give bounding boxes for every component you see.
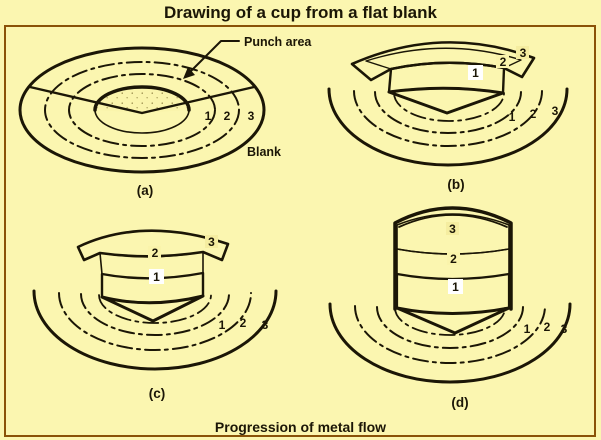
punch-area-leader-line bbox=[187, 40, 240, 75]
figure-a: Punch area 1 2 3 Blank (a) bbox=[18, 35, 312, 198]
punch-area-top-arc bbox=[93, 85, 191, 112]
radial-section-lines bbox=[28, 85, 256, 115]
label-box bbox=[447, 252, 460, 265]
figure-c-cup-label-2: 2 bbox=[152, 246, 159, 260]
label-box bbox=[496, 55, 509, 68]
flow-arc-1 bbox=[394, 307, 506, 336]
flow-arc-outer bbox=[327, 87, 569, 167]
blank-ring-2-boundary bbox=[68, 73, 216, 147]
figure-d-cup-label-2: 2 bbox=[450, 252, 457, 266]
figure-c-ring-label-3: 3 bbox=[262, 318, 269, 332]
flow-arc-3 bbox=[354, 305, 546, 364]
punch-area-arrowhead-icon bbox=[183, 67, 195, 79]
figure-c-ring-label-1: 1 bbox=[219, 318, 226, 332]
label-box bbox=[205, 235, 218, 248]
figure-a-caption: (a) bbox=[137, 183, 154, 198]
label-box bbox=[149, 269, 164, 284]
cup-interior bbox=[387, 86, 505, 115]
cup-interior bbox=[100, 294, 205, 323]
blank-outer-ring bbox=[18, 46, 266, 174]
flow-arc-3 bbox=[58, 292, 252, 351]
figure-d: 3 2 1 1 2 3 (d) bbox=[328, 206, 572, 410]
figure-b-ring-label-3: 3 bbox=[552, 104, 559, 118]
footer-caption: Progression of metal flow bbox=[214, 419, 387, 435]
flow-arc-2 bbox=[376, 306, 524, 349]
flow-arc-1 bbox=[393, 92, 505, 122]
figure-d-ring-label-2: 2 bbox=[544, 320, 551, 334]
figure-d-cup-label-1: 1 bbox=[452, 280, 459, 294]
figure-c-cup-label-1: 1 bbox=[153, 270, 160, 284]
flow-arc-2 bbox=[80, 293, 230, 336]
cup-rim-inner-arc bbox=[398, 214, 508, 228]
label-box bbox=[148, 246, 161, 259]
figure-b-cup-label-3: 3 bbox=[520, 46, 527, 60]
blank-ring-3-boundary bbox=[44, 61, 240, 159]
figure-c-ring-label-2: 2 bbox=[240, 316, 247, 330]
figure-d-ring-label-1: 1 bbox=[524, 322, 531, 336]
figure-a-ring-label-1: 1 bbox=[205, 109, 212, 123]
figure-b-ring-label-2: 2 bbox=[530, 107, 537, 121]
figure-d-ring-label-3: 3 bbox=[561, 322, 568, 336]
figure-c: 1 2 3 1 2 3 (c) bbox=[32, 229, 278, 401]
flow-arc-outer bbox=[32, 289, 278, 371]
label-box bbox=[516, 46, 529, 59]
flow-arc-outer bbox=[328, 302, 572, 384]
cup-outline bbox=[393, 206, 513, 311]
blank-label: Blank bbox=[247, 145, 281, 159]
figure-a-ring-label-3: 3 bbox=[248, 109, 255, 123]
punch-area-region bbox=[95, 87, 189, 113]
figure-b-cup-label-2: 2 bbox=[500, 55, 507, 69]
label-box bbox=[448, 279, 463, 294]
flow-arc-1 bbox=[98, 294, 212, 324]
punch-area-label: Punch area bbox=[244, 35, 312, 49]
flow-arc-2 bbox=[374, 91, 522, 134]
figure-c-caption: (c) bbox=[149, 386, 166, 401]
flow-arc-3 bbox=[353, 90, 543, 147]
diagram-frame bbox=[4, 25, 596, 437]
figure-b-caption: (b) bbox=[447, 177, 464, 192]
figure-a-ring-label-2: 2 bbox=[224, 109, 231, 123]
figure-b-ring-label-1: 1 bbox=[509, 110, 516, 124]
figure-b-cup-label-1: 1 bbox=[472, 66, 479, 80]
label-box bbox=[468, 65, 483, 80]
label-box bbox=[446, 222, 459, 235]
figure-b: 1 2 3 1 2 3 (b) bbox=[327, 41, 569, 192]
diagram-title: Drawing of a cup from a flat blank bbox=[164, 3, 437, 22]
figure-d-cup-label-3: 3 bbox=[449, 222, 456, 236]
figure-c-cup-label-3: 3 bbox=[208, 235, 215, 249]
cup-interior bbox=[395, 306, 511, 335]
figure-d-caption: (d) bbox=[451, 395, 468, 410]
